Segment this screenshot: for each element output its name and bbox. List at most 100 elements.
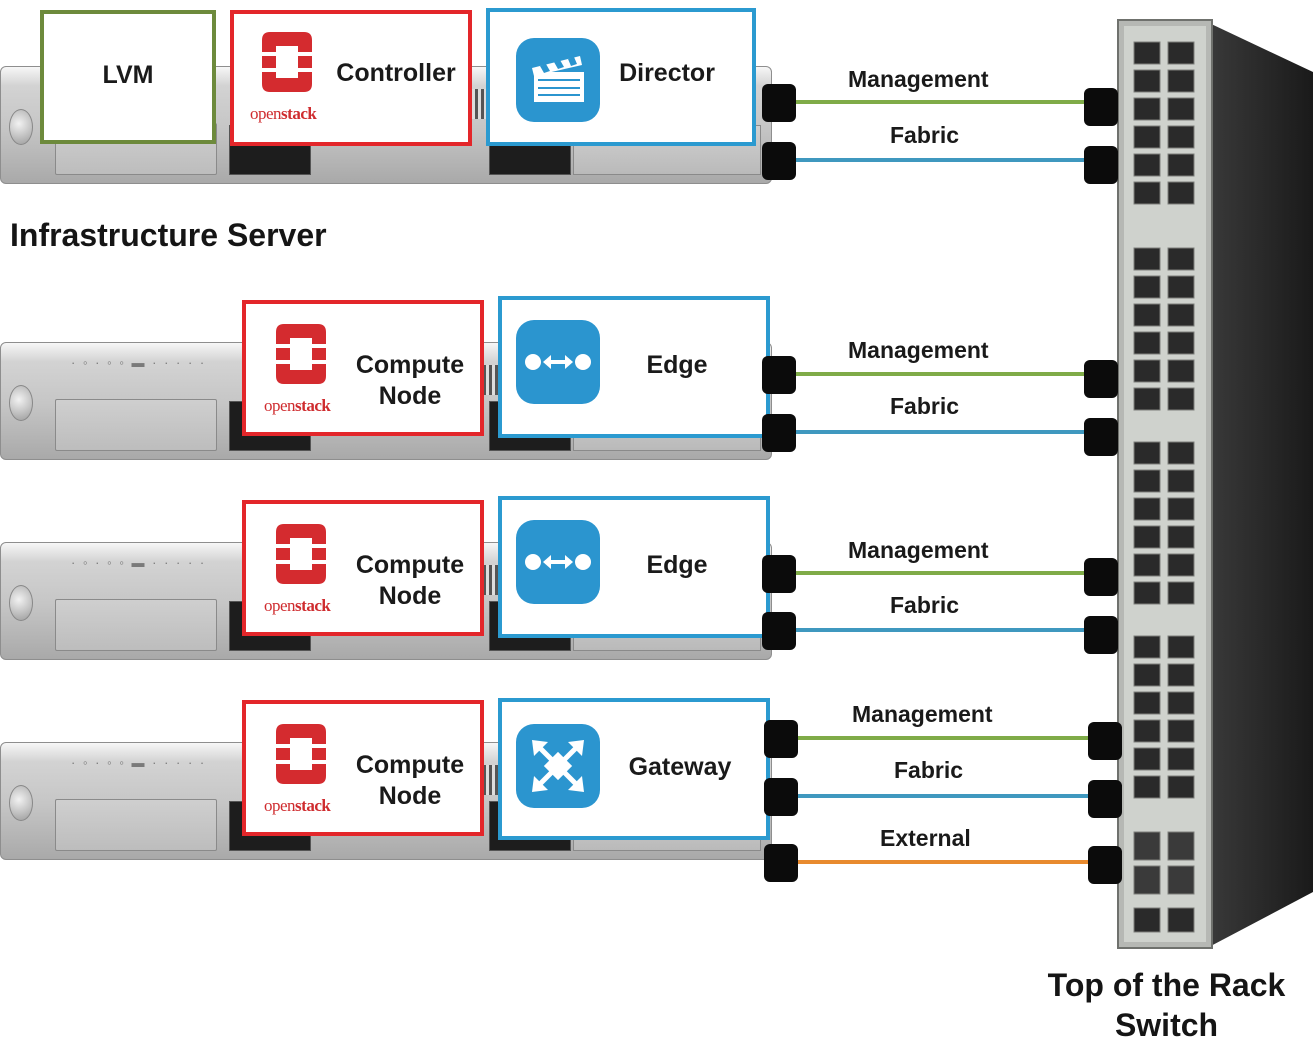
compute-label-line1: Compute [355,751,465,779]
switch-caption: Top of the Rack Switch [1020,965,1313,1045]
switch-ethernet-port [1167,441,1195,465]
infrastructure-server-caption: Infrastructure Server [10,217,327,253]
switch-caption-line1: Top of the Rack [1047,967,1286,1003]
switch-ethernet-port [1167,153,1195,177]
switch-sfp-port [1133,831,1161,861]
server-port [764,844,798,882]
fabric-label: Fabric [890,592,960,618]
top-of-rack-switch [1112,12,1313,950]
switch-ethernet-port [1167,247,1195,271]
controller-box: openstack Controller [230,10,472,146]
server-port [762,142,796,180]
openstack-prefix: open [264,596,296,615]
compute-node-label: Compute Node [342,550,478,612]
switch-ethernet-port [1167,359,1195,383]
fabric-label: Fabric [890,122,960,148]
switch-ethernet-port [1167,69,1195,93]
server-port [762,555,796,593]
server-port [762,356,796,394]
compute-node-box: openstack Compute Node [242,300,484,436]
openstack-prefix: open [264,796,296,815]
compute-node-box: openstack Compute Node [242,500,484,636]
switch-ethernet-port [1133,469,1161,493]
switch-port [1084,558,1118,596]
switch-ethernet-port [1167,719,1195,743]
rack-handle [9,585,33,621]
switch-port [1088,780,1122,818]
switch-ethernet-port [1133,635,1161,659]
switch-ethernet-port [1133,359,1161,383]
switch-ethernet-port [1167,553,1195,577]
management-label: Management [852,701,993,727]
switch-ethernet-port [1133,331,1161,355]
edge-label: Edge [646,351,708,379]
switch-ethernet-port [1133,247,1161,271]
openstack-suffix: stack [295,796,331,815]
compute-node-label: Compute Node [342,750,478,812]
switch-ethernet-port [1167,303,1195,327]
openstack-wordmark: openstack [250,104,317,124]
switch-ethernet-port [1167,747,1195,771]
openstack-logo-icon [276,324,326,384]
lvm-box: LVM [40,10,216,144]
switch-ethernet-port [1133,581,1161,605]
openstack-logo-icon [276,724,326,784]
edge-label: Edge [646,551,708,579]
lvm-label: LVM [102,61,154,89]
compute-label-line2: Node [378,382,442,410]
server-port [764,720,798,758]
switch-ethernet-port [1133,125,1161,149]
switch-port [1084,616,1118,654]
switch-ethernet-port [1133,97,1161,121]
switch-port [1084,360,1118,398]
switch-ethernet-port [1133,275,1161,299]
switch-port [1084,88,1118,126]
openstack-wordmark: openstack [264,796,331,816]
openstack-suffix: stack [281,104,317,123]
rack-handle [9,109,33,145]
status-leds: · ◦ · ◦ ◦ ▬ · · · · · [71,755,207,770]
drive-bay [55,599,217,651]
director-box: Director [486,8,756,146]
switch-ethernet-port [1167,331,1195,355]
switch-ethernet-port [1133,303,1161,327]
switch-ethernet-port [1133,775,1161,799]
rack-handle [9,385,33,421]
switch-ethernet-port [1167,97,1195,121]
rack-handle [9,785,33,821]
switch-ethernet-port [1167,181,1195,205]
switch-ethernet-port [1167,635,1195,659]
switch-ethernet-port [1133,441,1161,465]
switch-ethernet-port [1167,907,1195,933]
switch-ethernet-port [1167,663,1195,687]
switch-ethernet-port [1133,153,1161,177]
switch-ethernet-port [1133,691,1161,715]
switch-port [1088,722,1122,760]
switch-port [1084,418,1118,456]
server-port [762,414,796,452]
switch-ethernet-port [1167,525,1195,549]
switch-sfp-port [1133,865,1161,895]
server-port [762,612,796,650]
controller-label: Controller [336,59,456,87]
openstack-suffix: stack [295,596,331,615]
fabric-label: Fabric [890,393,960,419]
openstack-prefix: open [264,396,296,415]
compute-label-line2: Node [378,582,442,610]
switch-ethernet-port [1133,387,1161,411]
compute-label-line1: Compute [355,351,465,379]
external-label: External [880,825,971,851]
switch-ethernet-port [1167,125,1195,149]
openstack-logo-icon [276,524,326,584]
switch-port [1084,146,1118,184]
switch-ethernet-port [1133,181,1161,205]
compute-node-label: Compute Node [342,350,478,412]
gateway-arrows-icon [516,724,600,808]
edge-arrows-icon [516,520,600,604]
fabric-label: Fabric [894,757,964,783]
openstack-wordmark: openstack [264,596,331,616]
drive-bay [55,799,217,851]
switch-ethernet-port [1133,497,1161,521]
gateway-box: Gateway [498,698,770,840]
